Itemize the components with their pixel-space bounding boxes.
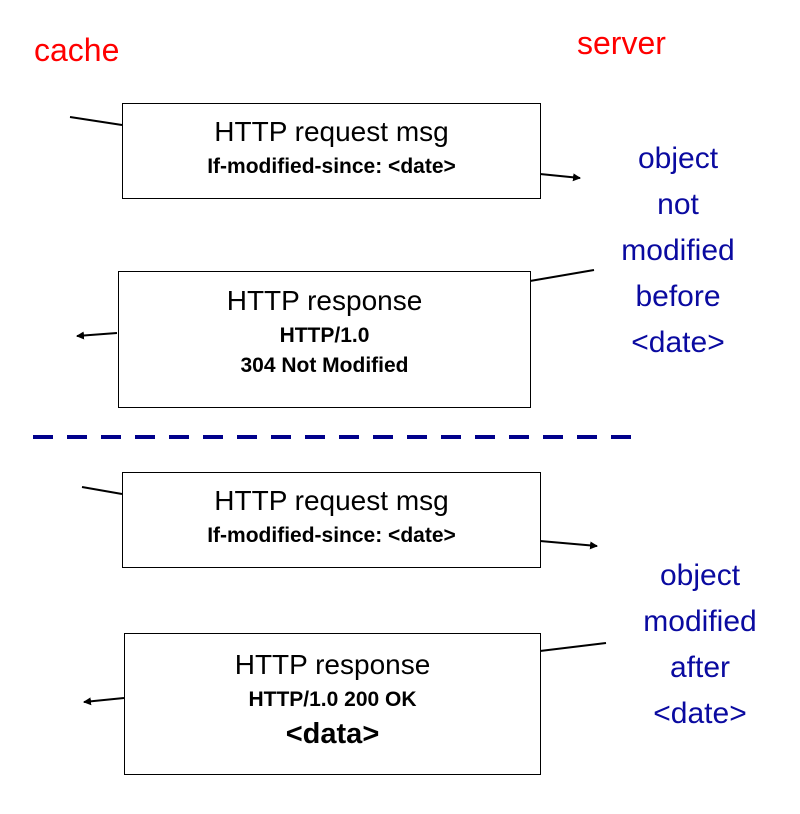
note-line: modified xyxy=(621,233,735,267)
request-header: If-modified-since: <date> xyxy=(207,154,456,178)
note-modified: object modified after <date> xyxy=(615,553,785,737)
response-status-line1: HTTP/1.0 xyxy=(279,323,370,347)
response-title: HTTP response xyxy=(234,649,431,680)
response-status-line2: 304 Not Modified xyxy=(240,354,409,378)
server-label: server xyxy=(577,25,666,61)
request-header: If-modified-since: <date> xyxy=(207,523,456,547)
request1-arrow xyxy=(539,173,581,182)
response-title: HTTP response xyxy=(226,285,423,316)
note-not-modified: object not modified before <date> xyxy=(598,136,758,365)
cache-label: cache xyxy=(34,32,120,68)
response2-arrow xyxy=(83,697,125,706)
request-title: HTTP request msg xyxy=(214,116,449,147)
request-message-box-1: HTTP request msg If-modified-since: <dat… xyxy=(122,103,541,199)
request2-arrow xyxy=(539,540,598,550)
note-line: not xyxy=(657,187,699,221)
response1-arrow xyxy=(76,331,118,340)
response-body: <data> xyxy=(285,718,380,751)
note-line: <date> xyxy=(653,696,747,730)
note-line: <date> xyxy=(631,325,725,359)
response2-incoming-line xyxy=(539,642,607,652)
note-line: after xyxy=(669,650,731,684)
response-message-box-2: HTTP response HTTP/1.0 200 OK <data> xyxy=(124,633,541,775)
note-line: modified xyxy=(643,604,757,638)
response-message-box-1: HTTP response HTTP/1.0 304 Not Modified xyxy=(118,271,531,408)
request1-incoming-line xyxy=(69,116,123,126)
response1-incoming-line xyxy=(529,269,595,282)
request-message-box-2: HTTP request msg If-modified-since: <dat… xyxy=(122,472,541,568)
response-status-line: HTTP/1.0 200 OK xyxy=(248,687,417,711)
request2-incoming-line xyxy=(81,486,123,495)
request-title: HTTP request msg xyxy=(214,485,449,516)
note-line: before xyxy=(635,279,721,313)
note-line: object xyxy=(637,142,719,175)
note-line: object xyxy=(659,559,741,592)
